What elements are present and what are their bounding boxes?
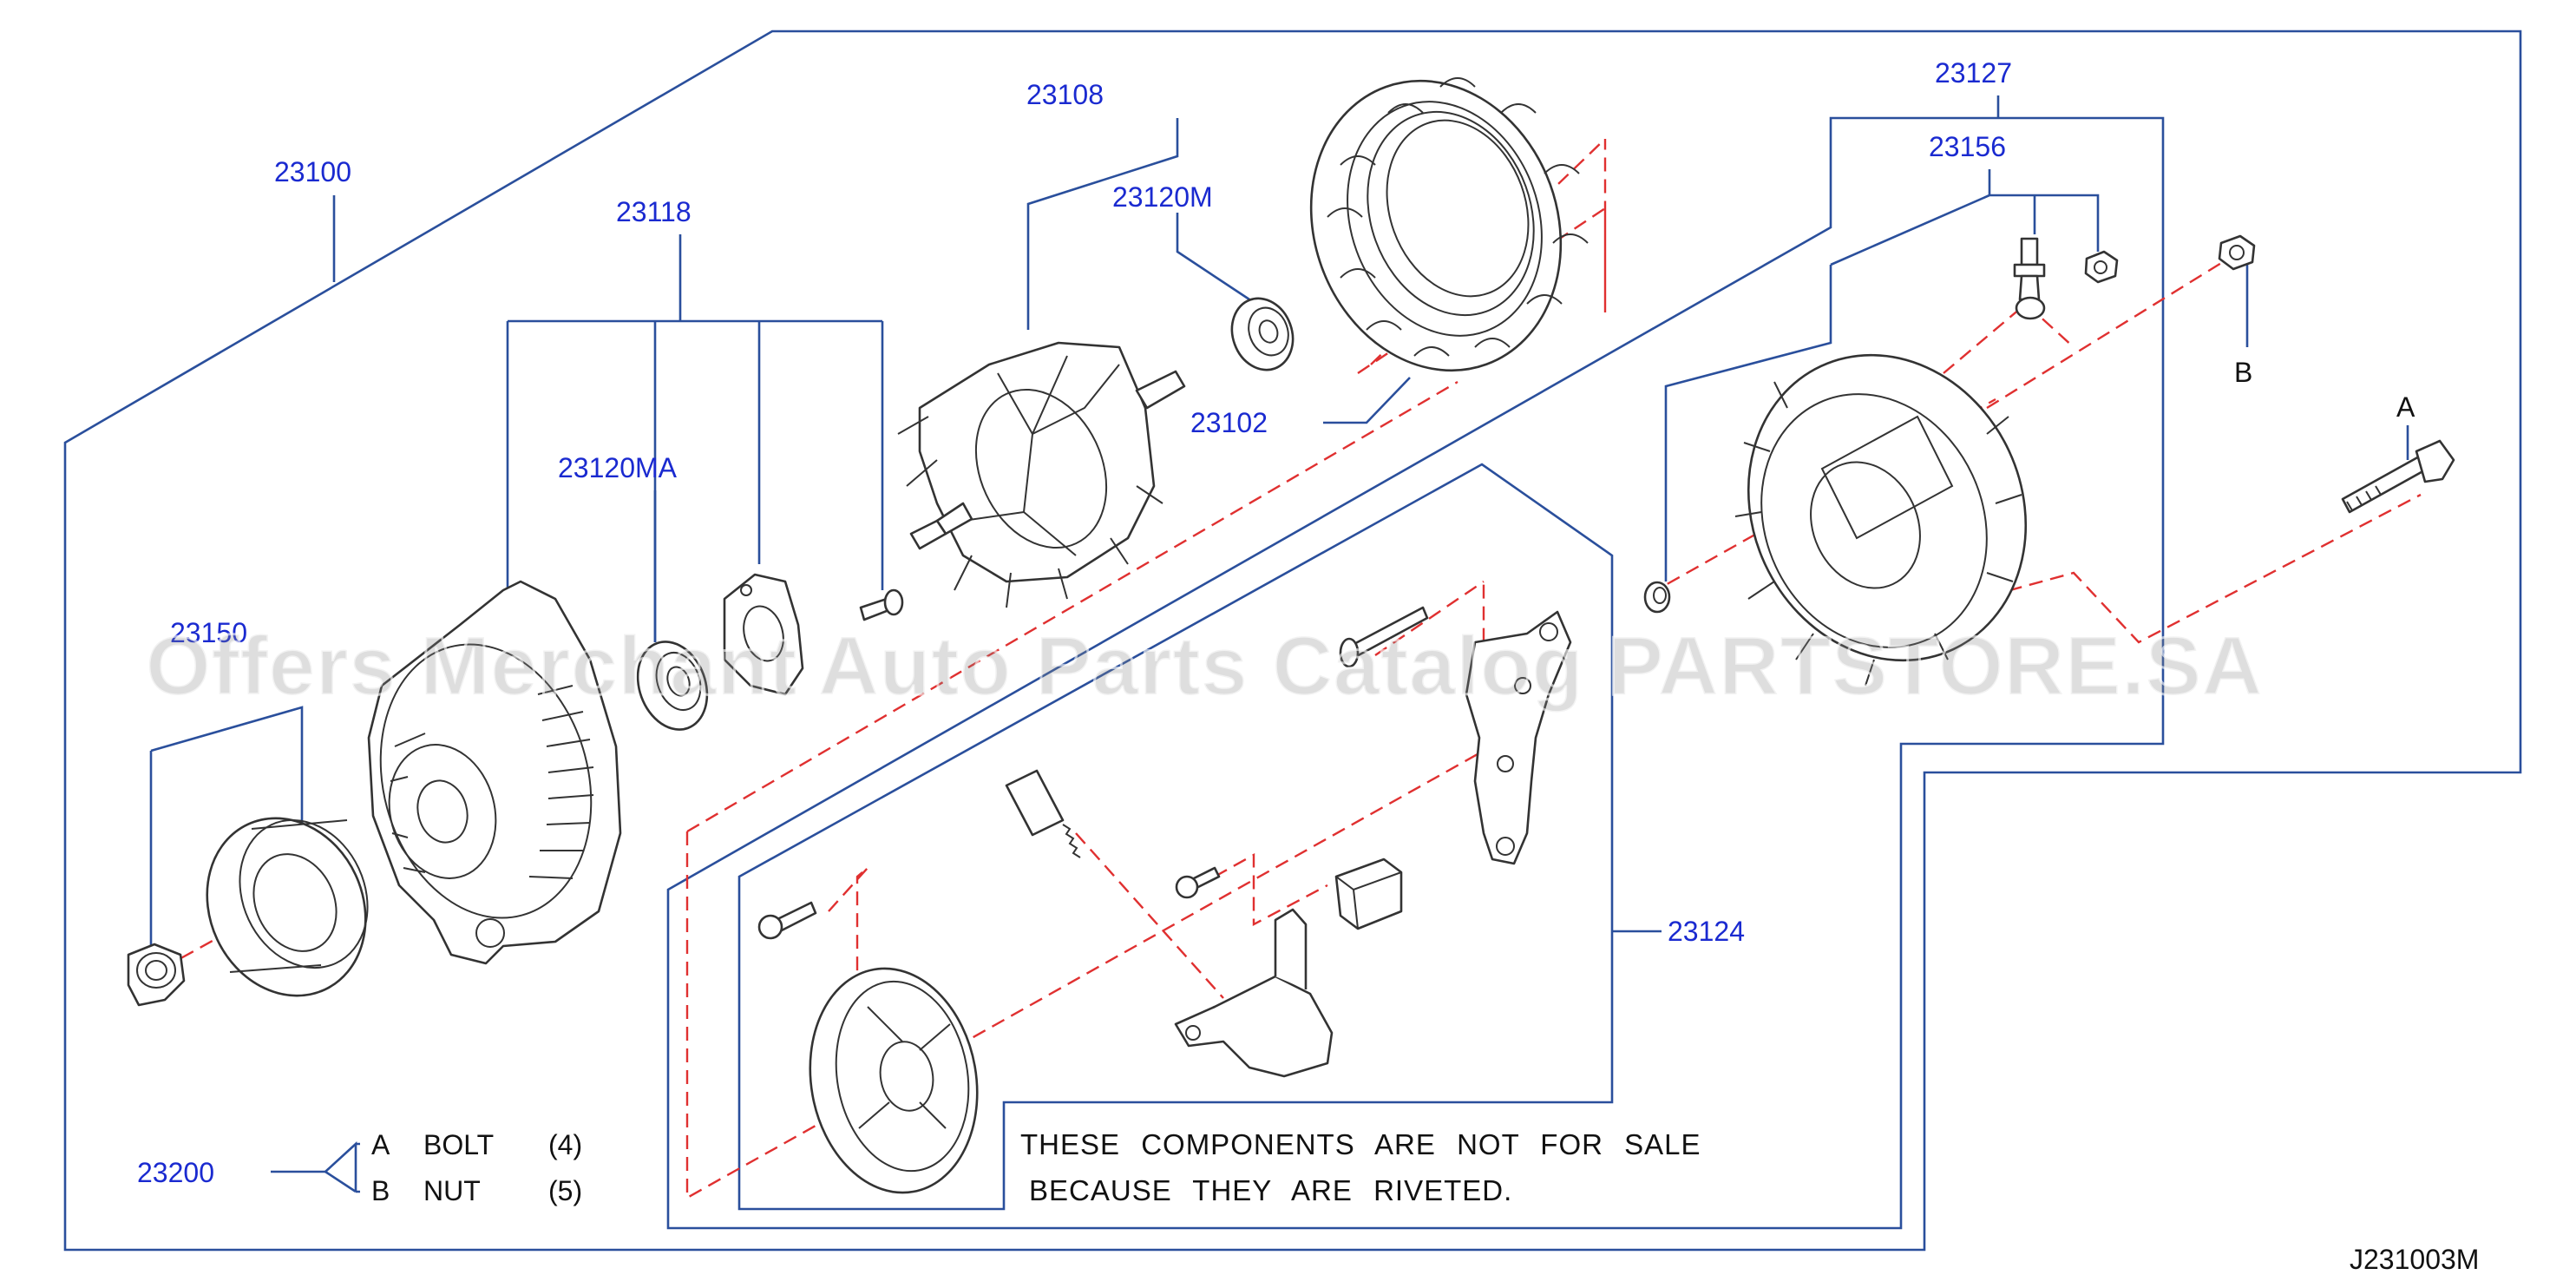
riveted-note: THESE COMPONENTS ARE NOT FOR SALE BECAUS… bbox=[1020, 1128, 1701, 1206]
front-bearing-part bbox=[636, 641, 709, 731]
rectifier-screw-part bbox=[1339, 606, 1429, 668]
legend-a-key: A bbox=[371, 1129, 390, 1160]
pulley-nut-part bbox=[127, 943, 186, 1007]
cover-screw-part bbox=[757, 901, 817, 940]
brush-part bbox=[1005, 769, 1081, 858]
legend-a-name: BOLT bbox=[423, 1129, 494, 1160]
callout-23102: 23102 bbox=[1190, 407, 1268, 438]
callout-23100: 23100 bbox=[274, 156, 351, 187]
outline-23127 bbox=[666, 116, 2165, 1230]
leader-23200-b bbox=[324, 1170, 357, 1193]
terminal-nut-part bbox=[2084, 250, 2119, 284]
callout-23120m: 23120M bbox=[1112, 181, 1213, 213]
rear-bearing-part bbox=[1230, 297, 1295, 371]
assembly-outlines bbox=[63, 30, 2522, 1252]
callout-b: B bbox=[2234, 357, 2252, 388]
nut-b-part bbox=[2218, 234, 2256, 271]
leader-23102 bbox=[1323, 377, 1411, 424]
callout-23127: 23127 bbox=[1935, 57, 2012, 89]
center-line-stator-box bbox=[1357, 139, 1607, 374]
callout-23150: 23150 bbox=[170, 617, 247, 648]
retainer-screw-part bbox=[859, 588, 904, 621]
spacer-ring-part bbox=[1643, 581, 1671, 614]
center-line-screw-plate bbox=[828, 867, 868, 1072]
rear-housing-part bbox=[1734, 353, 2028, 687]
bearing-retainer-part bbox=[723, 573, 804, 696]
center-line-terminal bbox=[1943, 302, 2075, 374]
center-line-brush bbox=[1075, 832, 1224, 999]
leader-23150 bbox=[149, 706, 304, 946]
legend-b-qty: (5) bbox=[548, 1175, 582, 1206]
callout-23124: 23124 bbox=[1668, 916, 1745, 947]
pulley-part bbox=[206, 817, 369, 997]
stator-part bbox=[1309, 77, 1589, 372]
outline-23124 bbox=[737, 463, 1614, 1211]
callout-23108: 23108 bbox=[1026, 79, 1104, 110]
leader-23120m bbox=[1176, 213, 1250, 301]
rotor-part bbox=[897, 341, 1186, 608]
callout-23120ma: 23120MA bbox=[558, 452, 678, 483]
rear-cover-plate-part bbox=[809, 967, 979, 1194]
brush-holder-part bbox=[1174, 908, 1334, 1078]
regulator-block-part bbox=[1334, 858, 1403, 930]
center-line-nut-b bbox=[1986, 259, 2226, 410]
outline-23100 bbox=[63, 30, 2522, 1252]
leader-23156 bbox=[1664, 169, 2100, 582]
note-line-1: THESE COMPONENTS ARE NOT FOR SALE bbox=[1020, 1128, 1701, 1160]
leader-23118 bbox=[506, 234, 884, 642]
leader-23108 bbox=[1026, 118, 1179, 330]
callout-23118: 23118 bbox=[616, 196, 692, 227]
callout-a: A bbox=[2396, 391, 2415, 423]
callout-23200: 23200 bbox=[137, 1157, 214, 1188]
bolt-a-part bbox=[2341, 439, 2455, 514]
callout-23156: 23156 bbox=[1929, 131, 2006, 162]
note-line-2: BECAUSE THEY ARE RIVETED. bbox=[1029, 1174, 1512, 1206]
regulator-screw-part bbox=[1175, 866, 1221, 899]
leader-lines bbox=[149, 95, 2409, 1193]
front-housing-part bbox=[367, 580, 622, 965]
center-line-regulator bbox=[1214, 852, 1328, 926]
legend-a-qty: (4) bbox=[548, 1129, 582, 1160]
diagram-code: J231003M bbox=[2350, 1244, 2479, 1275]
watermark-text: Offers Merchant Auto Parts Catalog PARTS… bbox=[146, 620, 2263, 713]
center-line-rear-box bbox=[685, 577, 1485, 1200]
leader-23200 bbox=[271, 1141, 360, 1193]
center-line-rectifier bbox=[1374, 581, 1485, 656]
part-callouts: 23100 23118 23108 23120M 23102 23120MA 2… bbox=[137, 57, 2415, 1188]
rectifier-bracket-part bbox=[1465, 610, 1572, 865]
legend-b-name: NUT bbox=[423, 1175, 481, 1206]
fastener-legend: A BOLT (4) B NUT (5) bbox=[371, 1129, 582, 1206]
center-line-main-shaft bbox=[686, 380, 1458, 833]
legend-b-key: B bbox=[371, 1175, 390, 1206]
terminal-part bbox=[2013, 237, 2046, 320]
